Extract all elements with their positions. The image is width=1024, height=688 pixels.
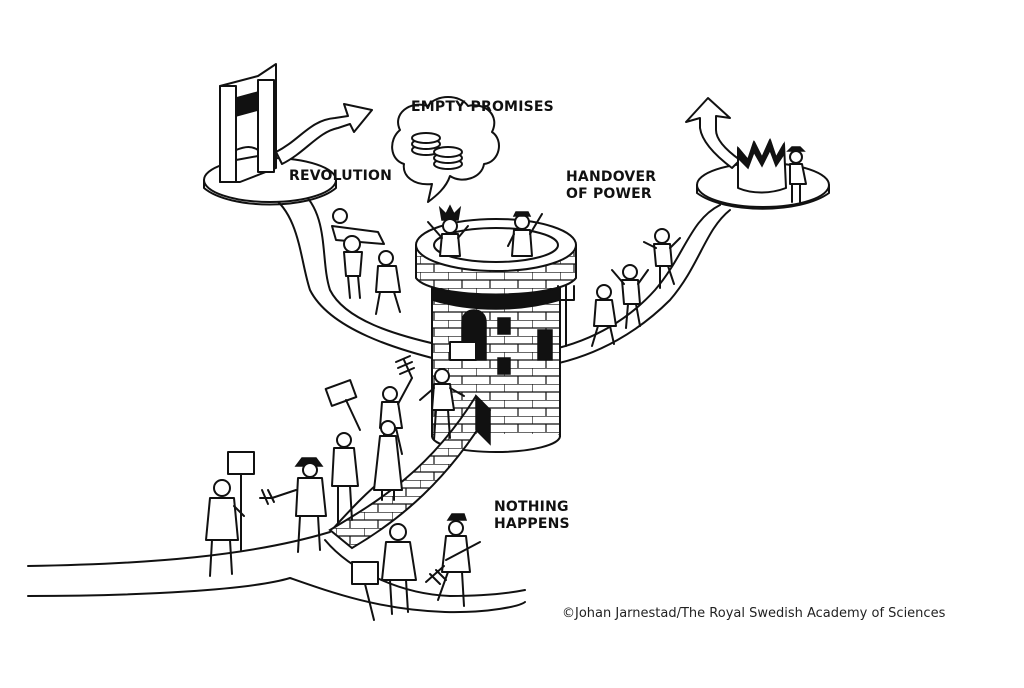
protester-figure — [373, 420, 403, 501]
guillotine-icon — [219, 63, 277, 183]
protester-figure — [611, 264, 649, 329]
protester-figure — [205, 479, 245, 577]
pitchfork-icon — [557, 285, 575, 347]
revolution-arrow-icon — [275, 103, 373, 165]
copyright-credit: ©Johan Jarnestad/The Royal Swedish Acade… — [562, 606, 946, 621]
protest-sign-icon — [324, 379, 361, 431]
speech-bubble — [391, 96, 500, 203]
tower — [415, 218, 577, 453]
pitchfork-icon — [425, 541, 481, 585]
label-revolution: REVOLUTION — [289, 168, 393, 184]
protester-figure — [381, 523, 417, 615]
protest-sign-icon — [351, 561, 379, 621]
coin-stack-icon — [411, 132, 463, 170]
protester-figure — [375, 250, 401, 315]
person-figure — [786, 146, 807, 203]
handover-arrow-icon — [685, 97, 741, 169]
leader-right-figure — [507, 211, 543, 257]
crown-icon — [737, 137, 787, 194]
main-road — [27, 469, 526, 614]
label-handover-of-power: HANDOVER OF POWER — [566, 169, 657, 202]
pitchfork-icon — [259, 489, 297, 505]
protester-figure — [331, 208, 385, 299]
handover-path — [549, 204, 731, 366]
revolution-path — [269, 189, 441, 361]
label-empty-promises: EMPTY PROMISES — [411, 99, 554, 115]
protester-figure — [437, 513, 471, 607]
protester-figure — [419, 368, 465, 441]
protest-sign-icon — [227, 451, 255, 551]
protester-figure — [331, 432, 359, 525]
pitchfork-icon — [395, 355, 415, 379]
protester-figure — [643, 228, 681, 289]
label-nothing-happens: NOTHING HAPPENS — [494, 499, 570, 532]
leader-left-figure — [427, 204, 469, 257]
protester-figure — [591, 284, 617, 347]
protester-figure — [294, 457, 327, 553]
